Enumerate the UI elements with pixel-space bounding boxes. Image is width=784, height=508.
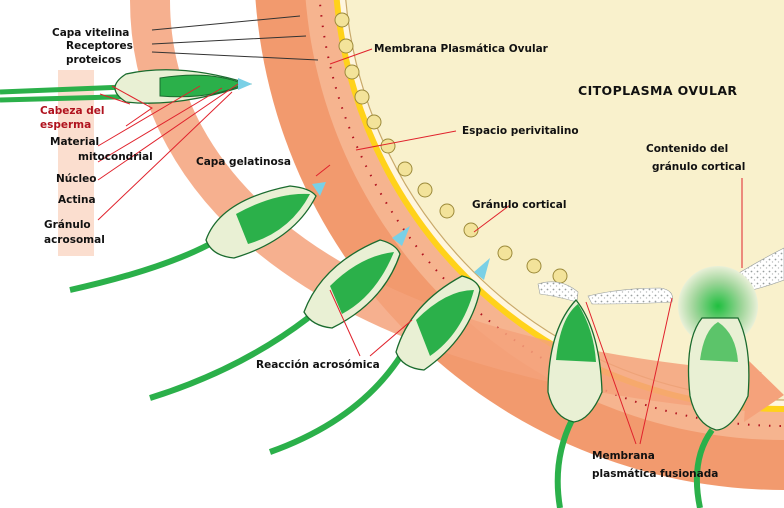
- label-granulo-acrosomal-2: acrosomal: [44, 234, 105, 246]
- label-cabeza-1: Cabeza del: [40, 105, 105, 117]
- label-nucleo: Núcleo: [56, 173, 96, 185]
- label-reaccion: Reacción acrosómica: [256, 359, 380, 371]
- label-citoplasma: CITOPLASMA OVULAR: [578, 83, 737, 98]
- label-material-1: Material: [50, 136, 99, 148]
- label-material-2: mitocondrial: [78, 151, 153, 163]
- label-capa-vitelina: Capa vitelina: [52, 27, 129, 39]
- label-granulo-acrosomal-1: Gránulo: [44, 219, 91, 231]
- label-membrana-fus-2: plasmática fusionada: [592, 468, 718, 480]
- label-espacio: Espacio perivitalino: [462, 125, 579, 137]
- label-capa-gelatinosa: Capa gelatinosa: [196, 156, 291, 168]
- label-membrana-ovular: Membrana Plasmática Ovular: [374, 43, 549, 55]
- label-granulo-cortical: Gránulo cortical: [472, 199, 566, 211]
- sperm-1: [0, 70, 252, 103]
- label-contenido-1: Contenido del: [646, 143, 728, 155]
- label-actina: Actina: [58, 194, 96, 206]
- label-contenido-2: gránulo cortical: [652, 161, 745, 173]
- label-receptores-2: proteicos: [66, 54, 121, 66]
- label-membrana-fus-1: Membrana: [592, 450, 655, 462]
- label-receptores-1: Receptores: [66, 40, 133, 52]
- label-cabeza-2: esperma: [40, 119, 91, 131]
